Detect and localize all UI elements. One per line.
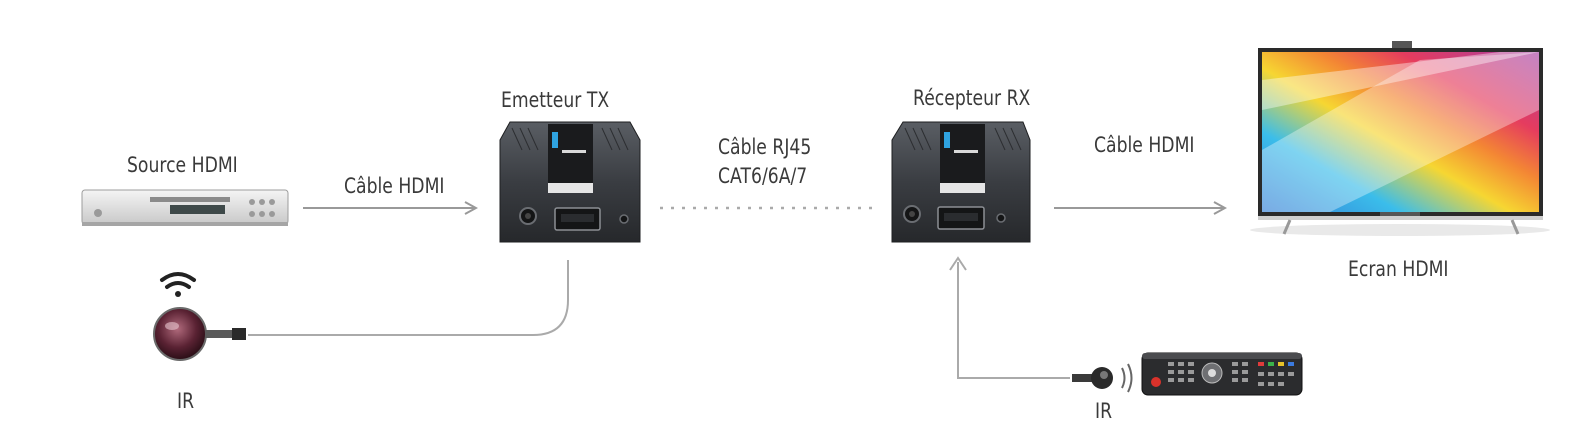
wifi-signal-icon bbox=[160, 272, 196, 297]
dvd-player-icon bbox=[81, 189, 289, 226]
hdmi-screen-icon bbox=[1250, 41, 1550, 236]
receiver-rx-label: Récepteur RX bbox=[913, 86, 1031, 110]
ir-receiver-icon bbox=[153, 272, 246, 361]
remote-control-icon bbox=[1141, 352, 1303, 396]
cable-hdmi-left-label: Câble HDMI bbox=[344, 174, 445, 198]
rj45-cable-label: Câble RJ45 bbox=[718, 135, 812, 159]
ir-emitter-icon bbox=[1072, 363, 1133, 393]
ir-left-label: IR bbox=[177, 389, 195, 413]
ir-cable-left bbox=[248, 260, 569, 336]
screen-hdmi-label: Ecran HDMI bbox=[1348, 257, 1449, 281]
cat6-cable-label: CAT6/6A/7 bbox=[718, 164, 808, 188]
source-hdmi-label: Source HDMI bbox=[127, 153, 238, 177]
ir-right-label: IR bbox=[1095, 399, 1113, 423]
ir-cable-right bbox=[957, 262, 1070, 379]
emitter-tx-label: Emetteur TX bbox=[501, 88, 610, 112]
receiver-rx-device bbox=[891, 121, 1031, 243]
ir-arrow-right bbox=[949, 256, 967, 271]
emitter-tx-device bbox=[499, 121, 641, 243]
cable-hdmi-right-label: Câble HDMI bbox=[1094, 133, 1195, 157]
